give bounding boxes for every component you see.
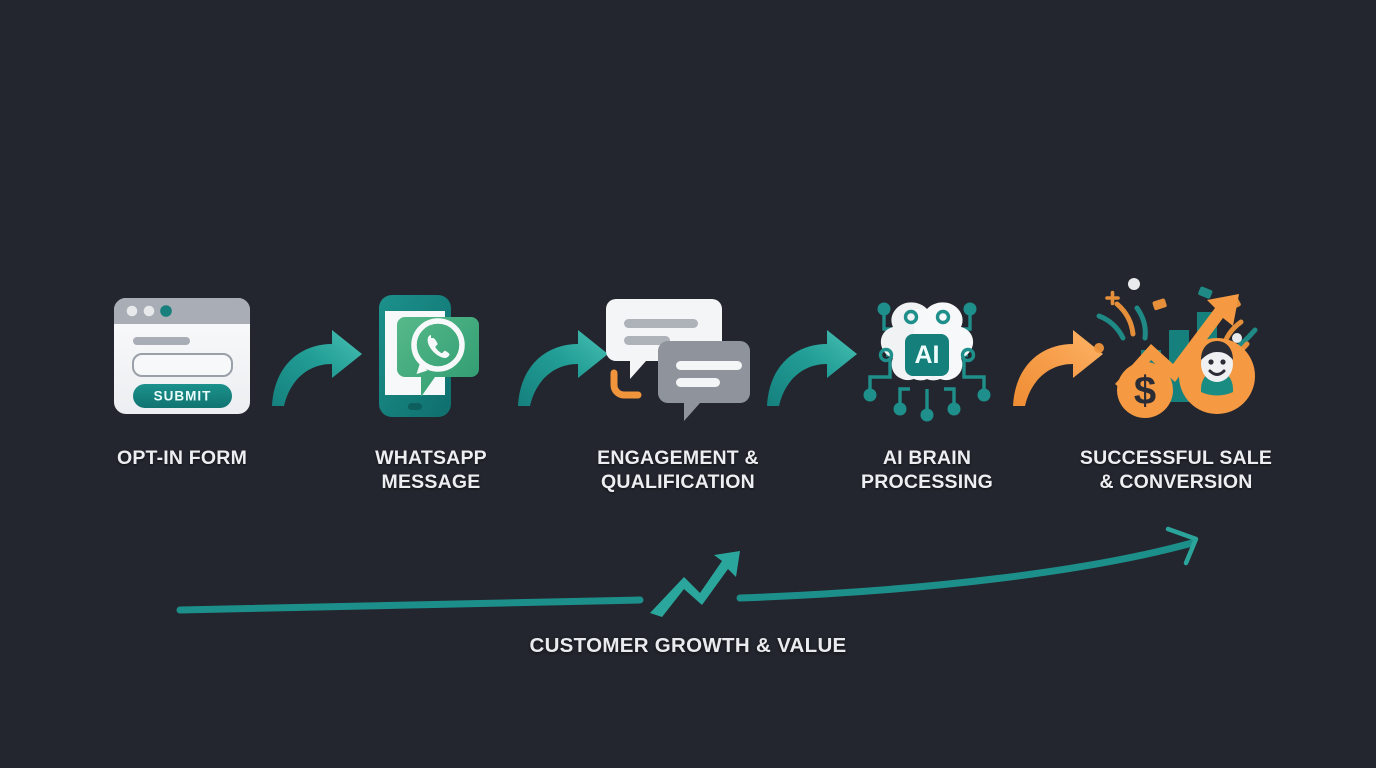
step-label-whatsapp-message: WHATSAPP MESSAGE bbox=[375, 447, 487, 493]
coin-circle bbox=[1117, 362, 1173, 418]
connector-arrow-1 bbox=[262, 322, 372, 412]
step-label-engagement-qualification: ENGAGEMENT & QUALIFICATION bbox=[597, 447, 759, 493]
circuit-nodes bbox=[863, 302, 991, 422]
pipeline-step-engagement-qualification: ENGAGEMENT & QUALIFICATION bbox=[578, 280, 778, 494]
window-dot-2 bbox=[143, 305, 155, 317]
step-label-ai-brain-processing: AI BRAIN PROCESSING bbox=[860, 447, 994, 493]
pipeline-step-opt-in-form: SUBMIT OPT-IN FORM bbox=[82, 280, 282, 470]
form-input-outline bbox=[132, 353, 233, 377]
trend-arrow bbox=[1115, 294, 1239, 392]
step-label-successful-sale-conversion: SUCCESSFUL SALE & CONVERSION bbox=[1079, 447, 1273, 493]
ai-brain-chip-icon: AI bbox=[863, 302, 991, 422]
curve-right-segment bbox=[736, 539, 1196, 602]
browser-form-icon: SUBMIT bbox=[114, 298, 250, 414]
chat-bubbles-icon bbox=[606, 299, 750, 421]
engagement-qualification-art bbox=[578, 280, 778, 430]
whatsapp-message-art bbox=[331, 280, 531, 430]
whatsapp-phone-icon bbox=[379, 295, 479, 417]
ai-chip-body bbox=[905, 334, 949, 376]
curve-left-segment bbox=[176, 596, 644, 614]
opt-in-form-art: SUBMIT bbox=[82, 280, 282, 430]
curve-arrowhead bbox=[1165, 526, 1199, 566]
pipeline-step-successful-sale-conversion: $ SUCCESSFUL SALE & CONVERSION bbox=[1076, 278, 1276, 494]
ai-brain-processing-art: AI bbox=[827, 280, 1027, 430]
coin-symbol: $ bbox=[1134, 369, 1156, 413]
growth-chart-success-icon: $ bbox=[1094, 278, 1258, 418]
customer-growth-curve bbox=[176, 526, 1199, 617]
successful-sale-art: $ bbox=[1076, 278, 1276, 430]
step-label-opt-in-form: OPT-IN FORM bbox=[116, 447, 248, 469]
window-dot-1 bbox=[126, 305, 138, 317]
submit-button-label: SUBMIT bbox=[154, 389, 212, 404]
pipeline-step-ai-brain-processing: AI AI BRAIN PROCESSING bbox=[827, 280, 1027, 494]
window-dot-3 bbox=[160, 305, 172, 317]
connector-arrow-4 bbox=[1003, 322, 1113, 412]
customer-growth-label: CUSTOMER GROWTH & VALUE bbox=[529, 634, 847, 657]
pipeline-step-whatsapp-message: WHATSAPP MESSAGE bbox=[331, 280, 531, 494]
connector-arrow-3 bbox=[757, 322, 867, 412]
ai-chip-label: AI bbox=[915, 341, 940, 369]
form-label-bar bbox=[133, 337, 190, 345]
curve-zigzag-arrow bbox=[650, 551, 740, 617]
submit-button-shape bbox=[133, 384, 232, 408]
connector-arrow-2 bbox=[508, 322, 618, 412]
